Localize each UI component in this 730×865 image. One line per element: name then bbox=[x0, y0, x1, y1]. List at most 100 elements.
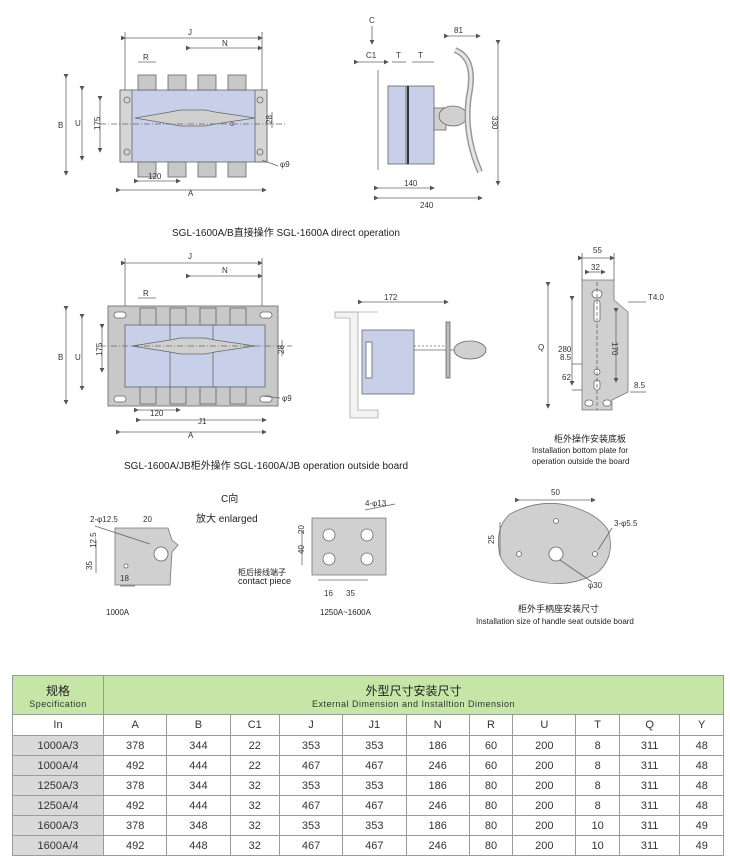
dim-label: 12.5 bbox=[89, 532, 98, 548]
column-header: U bbox=[512, 714, 577, 736]
dim-label: 240 bbox=[420, 201, 434, 210]
column-header: J bbox=[278, 714, 344, 736]
table-cell: 200 bbox=[512, 735, 577, 756]
table-row: 1600A/4 492 448 32 467 467 246 80 200 10… bbox=[12, 835, 724, 856]
table-cell: 8 bbox=[575, 735, 620, 756]
table-cell: 353 bbox=[278, 735, 344, 756]
dim-label: 55 bbox=[593, 246, 602, 255]
technical-drawing: J N R B U 175 28 120 A φ9 C C1 T T 81 33… bbox=[58, 16, 665, 598]
table-cell: 1600A/4 bbox=[12, 835, 104, 856]
table-cell: 311 bbox=[618, 815, 681, 836]
enlarged-label: 放大 enlarged bbox=[196, 514, 258, 525]
dim-label: A bbox=[188, 431, 194, 440]
table-cell: 80 bbox=[468, 775, 514, 796]
table-cell: 348 bbox=[166, 815, 231, 836]
column-header: C1 bbox=[229, 714, 280, 736]
outside-side-view bbox=[334, 311, 487, 419]
table-cell: 246 bbox=[405, 795, 470, 816]
dim-label: Q bbox=[538, 343, 544, 352]
table-cell: 200 bbox=[512, 755, 577, 776]
table-title-header: 外型尺寸安装尺寸 External Dimension and Installt… bbox=[103, 675, 724, 715]
dim-label: 172 bbox=[384, 293, 398, 302]
contact-label-en: contact piece bbox=[238, 576, 292, 586]
column-header: J1 bbox=[342, 714, 407, 736]
table-cell: 311 bbox=[618, 775, 681, 796]
table-cell: 48 bbox=[679, 755, 724, 776]
table-cell: 311 bbox=[618, 755, 681, 776]
dim-label: J bbox=[188, 252, 192, 261]
dim-label: 16 bbox=[324, 589, 333, 598]
table-cell: 467 bbox=[342, 835, 407, 856]
dim-label: 4-φ13 bbox=[365, 499, 387, 508]
column-header: A bbox=[102, 714, 168, 736]
table-cell: 8 bbox=[575, 795, 620, 816]
column-header: B bbox=[166, 714, 231, 736]
title-header-en: External Dimension and Installtion Dimen… bbox=[311, 698, 516, 709]
table-cell: 467 bbox=[342, 795, 407, 816]
table-cell: 1000A/3 bbox=[12, 735, 104, 756]
table-cell: 10 bbox=[575, 815, 620, 836]
dim-label: 50 bbox=[551, 488, 560, 497]
caption-bottom-plate-en2: operation outside the board bbox=[532, 457, 630, 466]
dim-label: 8.5 bbox=[560, 353, 572, 362]
dim-label: 330 bbox=[490, 116, 499, 130]
table-cell: 467 bbox=[342, 755, 407, 776]
caption-direct-operation: SGL-1600A/B直接操作 SGL-1600A direct operati… bbox=[172, 228, 400, 239]
table-cell: 200 bbox=[512, 795, 577, 816]
table-cell: 1250A/3 bbox=[12, 775, 104, 796]
dim-label: U bbox=[75, 119, 81, 128]
column-header: T bbox=[575, 714, 620, 736]
dim-label: 120 bbox=[148, 172, 162, 181]
table-cell: 246 bbox=[405, 755, 470, 776]
dim-label: φ9 bbox=[282, 394, 292, 403]
dim-label: φ9 bbox=[280, 160, 290, 169]
label-1250a: 1250A~1600A bbox=[320, 608, 371, 617]
caption-handle-seat-cn: 柜外手柄座安装尺寸 bbox=[518, 604, 600, 614]
table-cell: 246 bbox=[405, 835, 470, 856]
table-cell: 1000A/4 bbox=[12, 755, 104, 776]
dim-label: 8.5 bbox=[634, 381, 646, 390]
dim-label: T4.0 bbox=[648, 293, 665, 302]
table-cell: 353 bbox=[342, 775, 407, 796]
column-header: R bbox=[468, 714, 514, 736]
table-spec-header: 规格 Specification bbox=[12, 675, 104, 715]
table-cell: 353 bbox=[278, 815, 344, 836]
dim-label: N bbox=[222, 39, 228, 48]
dim-label: R bbox=[143, 53, 149, 62]
dim-label: 175 bbox=[93, 116, 102, 130]
dim-label: 18 bbox=[120, 574, 129, 583]
table-cell: 467 bbox=[278, 795, 344, 816]
table-cell: 344 bbox=[166, 775, 231, 796]
table-cell: 353 bbox=[342, 815, 407, 836]
table-cell: 467 bbox=[278, 755, 344, 776]
dim-label: J1 bbox=[198, 417, 207, 426]
dim-label: 140 bbox=[404, 179, 418, 188]
table-cell: 1600A/3 bbox=[12, 815, 104, 836]
table-cell: 32 bbox=[229, 835, 280, 856]
c-view-1250a bbox=[301, 503, 396, 581]
column-header: Q bbox=[618, 714, 681, 736]
dim-label: 170 bbox=[610, 342, 619, 356]
dim-label: 40 bbox=[297, 545, 306, 554]
table-cell: 8 bbox=[575, 755, 620, 776]
table-cell: 492 bbox=[102, 835, 168, 856]
dim-label: R bbox=[143, 289, 149, 298]
dim-label: N bbox=[222, 266, 228, 275]
table-cell: 378 bbox=[102, 775, 168, 796]
dim-label: 62 bbox=[562, 373, 571, 382]
table-cell: 378 bbox=[102, 815, 168, 836]
c-view-label: C向 bbox=[221, 494, 239, 505]
title-header-cn: 外型尺寸安装尺寸 bbox=[365, 683, 462, 698]
dim-label: 28 bbox=[277, 345, 286, 354]
table-cell: 444 bbox=[166, 755, 231, 776]
spec-header-cn: 规格 bbox=[45, 683, 70, 698]
spec-header-en: Specification bbox=[29, 698, 87, 709]
dim-label: 35 bbox=[85, 561, 94, 570]
dim-label: B bbox=[58, 121, 63, 130]
table-cell: 353 bbox=[342, 735, 407, 756]
direct-front-view bbox=[100, 74, 285, 178]
table-cell: 49 bbox=[679, 815, 724, 836]
dim-label: 28 bbox=[265, 115, 274, 124]
dim-label: 20 bbox=[143, 515, 152, 524]
table-cell: 60 bbox=[468, 735, 514, 756]
